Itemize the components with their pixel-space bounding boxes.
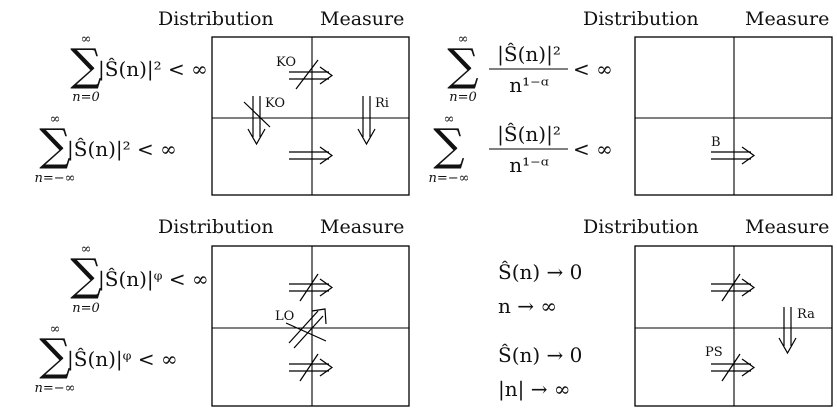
header-measure: Measure xyxy=(745,216,829,238)
implication-grid xyxy=(211,36,410,196)
double-arrow-diagonal xyxy=(288,308,327,349)
double-arrow-right xyxy=(711,358,756,377)
double-arrow-right xyxy=(289,278,334,297)
sum-symbol: ∑ xyxy=(447,40,478,91)
sum-lower-limit: n=−∞ xyxy=(35,171,76,186)
sum-upper-limit: ∞ xyxy=(81,242,92,257)
label-b: B xyxy=(711,135,721,150)
negation-slash xyxy=(243,101,271,128)
sum-symbol: ∑ xyxy=(39,330,70,381)
sum-upper-limit: ∞ xyxy=(444,112,455,127)
header-measure: Measure xyxy=(320,216,404,238)
sum-symbol: ∑ xyxy=(433,120,464,171)
header-distribution: Distribution xyxy=(158,216,274,238)
header-measure: Measure xyxy=(320,8,404,30)
sum-upper-limit: ∞ xyxy=(81,32,92,47)
panel-3: Distribution Measure ∞ ∑ n=0 |Ŝ(n)|ᵠ < ∞… xyxy=(35,216,410,407)
condition-tail: < ∞ xyxy=(573,57,613,81)
sum-lower-limit: n=0 xyxy=(72,90,100,105)
header-measure: Measure xyxy=(745,8,829,30)
fraction-numerator: |Ŝ(n)|² xyxy=(497,41,561,67)
limit-variable: n → ∞ xyxy=(498,294,557,318)
negation-slash xyxy=(285,322,327,342)
sum-upper-limit: ∞ xyxy=(50,322,61,337)
double-arrow-right xyxy=(711,278,756,297)
negation-slash xyxy=(721,353,741,382)
header-distribution: Distribution xyxy=(583,216,699,238)
sum-lower-limit: n=0 xyxy=(72,301,100,316)
negation-slash xyxy=(299,273,319,302)
fraction-denominator: n¹⁻ᵅ xyxy=(509,153,548,177)
sum-symbol: ∑ xyxy=(39,120,70,171)
fraction-denominator: n¹⁻ᵅ xyxy=(509,73,548,97)
condition-expression: |Ŝ(n)|ᵠ < ∞ xyxy=(98,266,209,292)
panel-2: Distribution Measure ∞ ∑ n=0 |Ŝ(n)|² n¹⁻… xyxy=(429,8,833,196)
negation-slash xyxy=(721,273,741,302)
condition-expression: |Ŝ(n)|² < ∞ xyxy=(98,56,208,82)
sum-lower-limit: n=−∞ xyxy=(429,171,470,186)
implication-grid xyxy=(211,245,410,407)
header-distribution: Distribution xyxy=(158,8,274,30)
condition-expression: |Ŝ(n)|² < ∞ xyxy=(67,136,177,162)
condition-tail: < ∞ xyxy=(573,137,613,161)
double-arrow-down xyxy=(357,96,376,146)
double-arrow-right xyxy=(711,146,756,165)
header-distribution: Distribution xyxy=(583,8,699,30)
fraction-numerator: |Ŝ(n)|² xyxy=(497,121,561,147)
double-arrow-right xyxy=(289,358,334,377)
limit-condition: Ŝ(n) → 0 xyxy=(498,342,582,367)
sum-symbol: ∑ xyxy=(70,40,101,91)
limit-variable: |n| → ∞ xyxy=(498,377,571,402)
sum-lower-limit: n=−∞ xyxy=(35,381,76,396)
double-arrow-down xyxy=(247,96,266,146)
sum-upper-limit: ∞ xyxy=(50,112,61,127)
sum-upper-limit: ∞ xyxy=(458,32,469,47)
label-ko: KO xyxy=(265,96,285,111)
sum-lower-limit: n=0 xyxy=(449,90,477,105)
label-ps: PS xyxy=(705,345,723,360)
negation-slash xyxy=(295,59,319,90)
label-ra: Ra xyxy=(797,307,815,322)
panel-1: Distribution Measure ∞ ∑ n=0 |Ŝ(n)|² < ∞… xyxy=(35,8,410,196)
negation-slash xyxy=(299,353,319,382)
sum-symbol: ∑ xyxy=(70,250,101,301)
label-lo: LO xyxy=(275,309,294,324)
limit-condition: Ŝ(n) → 0 xyxy=(498,259,582,284)
label-ko: KO xyxy=(276,55,296,70)
double-arrow-right xyxy=(289,146,334,165)
double-arrow-down xyxy=(778,307,797,355)
condition-expression: |Ŝ(n)|ᵠ < ∞ xyxy=(67,346,178,372)
panel-4: Distribution Measure Ŝ(n) → 0 n → ∞ Ŝ(n)… xyxy=(498,216,833,407)
label-ri: Ri xyxy=(375,96,389,111)
